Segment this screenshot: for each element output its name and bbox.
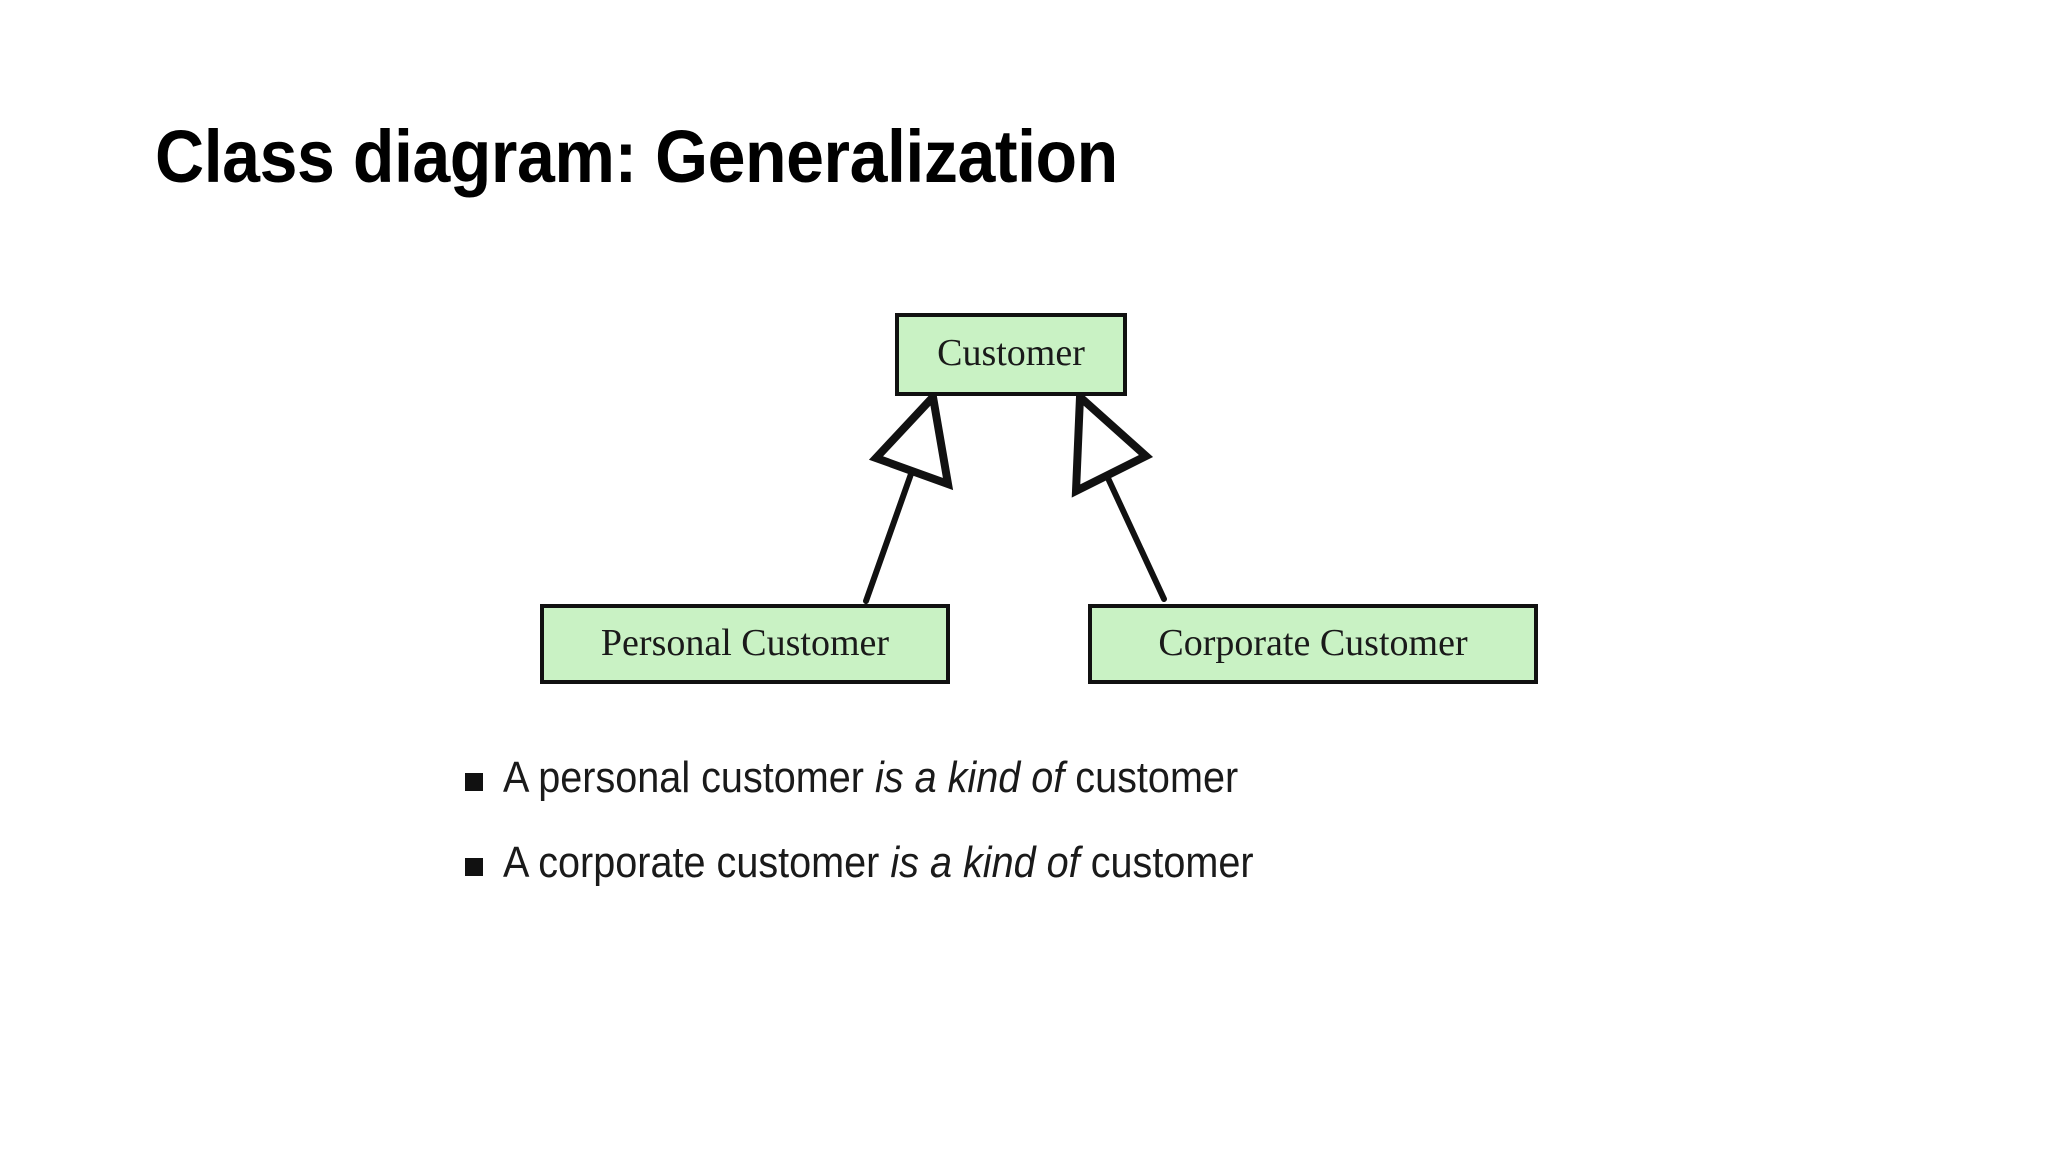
list-item-tail: customer (1079, 837, 1254, 887)
generalization-line-personal (863, 471, 914, 604)
class-name-customer: Customer (937, 332, 1085, 374)
list-item-lead: A personal customer (503, 753, 875, 802)
bullet-list: A personal customer is a kind of custome… (465, 752, 1665, 922)
list-item-text: A corporate customer is a kind of custom… (503, 837, 1254, 889)
list-item-lead: A corporate customer (503, 837, 891, 887)
list-item-text: A personal customer is a kind of custome… (503, 752, 1238, 804)
page-title: Class diagram: Generalization (155, 115, 1118, 198)
generalization-arrowhead-corporate (1071, 388, 1154, 498)
square-bullet-icon (465, 773, 483, 791)
generalization-arrowhead-personal (868, 388, 954, 491)
class-name-corporate-customer: Corporate Customer (1158, 621, 1468, 664)
class-box-corporate-customer[interactable]: Corporate Customer (1088, 604, 1538, 684)
generalization-line-corporate (1104, 473, 1167, 602)
class-box-customer[interactable]: Customer (895, 313, 1127, 396)
class-name-personal-customer: Personal Customer (600, 621, 890, 664)
list-item-emphasis: is a kind of (890, 837, 1080, 887)
list-item-emphasis: is a kind of (874, 753, 1065, 802)
square-bullet-icon (465, 857, 483, 876)
list-item: A corporate customer is a kind of custom… (465, 837, 1665, 889)
list-item: A personal customer is a kind of custome… (465, 752, 1665, 804)
class-box-personal-customer[interactable]: Personal Customer (540, 604, 950, 684)
list-item-tail: customer (1064, 753, 1239, 802)
